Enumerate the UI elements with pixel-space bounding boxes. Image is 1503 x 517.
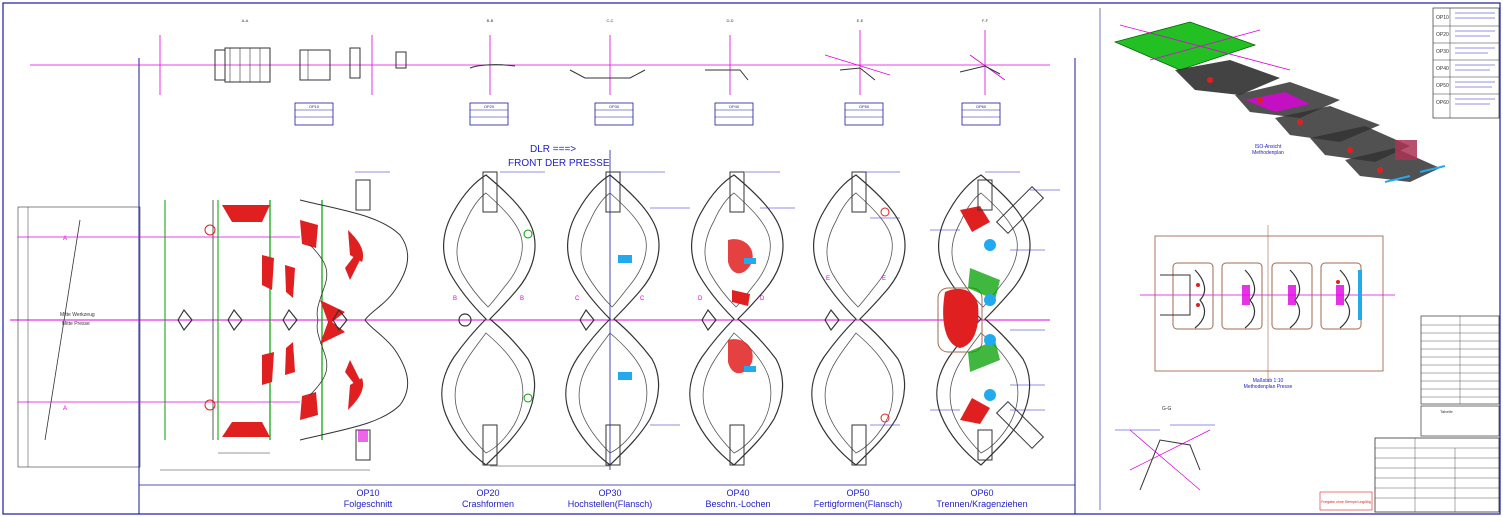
section-titles: A-A B-B C-C D-D E-E F-F [242, 18, 989, 23]
op60-code: OP60 [970, 488, 993, 498]
title-block: Freigabe ohne Stempel ungültig [1319, 437, 1500, 513]
op-legend-table: OP10 OP20 OP30 OP40 OP50 OP60 [1432, 7, 1500, 119]
op10-code: OP10 [356, 488, 379, 498]
op20-part [441, 171, 536, 466]
svg-text:C: C [575, 296, 580, 302]
svg-text:OP20: OP20 [1436, 32, 1449, 38]
press-layout-view: Maßstab 1:10 Methodenplan Presse [1140, 225, 1395, 390]
svg-text:E: E [826, 276, 830, 282]
op60-name: Trennen/Kragenziehen [936, 499, 1027, 509]
svg-text:C: C [640, 296, 645, 302]
svg-text:Methodenplan Presse: Methodenplan Presse [1244, 384, 1293, 390]
svg-text:B-B: B-B [487, 18, 494, 23]
svg-text:D: D [760, 296, 765, 302]
op60-part [936, 174, 1045, 466]
svg-text:Maßstab 1:10: Maßstab 1:10 [1253, 378, 1284, 384]
section-gg-view: G-G [1115, 406, 1215, 491]
op10-name: Folgeschnitt [344, 499, 393, 509]
svg-text:E-E: E-E [857, 18, 864, 23]
section-tables [294, 102, 1001, 126]
dimension-lines [27, 207, 610, 471]
section-markers: A A B B C C D D E E [63, 236, 886, 412]
svg-text:OP60: OP60 [1436, 100, 1449, 106]
svg-text:FRONT DER PRESSE: FRONT DER PRESSE [508, 158, 610, 169]
svg-text:F-F: F-F [982, 18, 989, 23]
svg-text:G-G: G-G [1162, 406, 1172, 412]
svg-text:ISO-Ansicht: ISO-Ansicht [1255, 144, 1282, 150]
svg-text:A: A [63, 406, 67, 412]
svg-text:A-A: A-A [242, 18, 249, 23]
op20-code: OP20 [476, 488, 499, 498]
svg-text:OP40: OP40 [1436, 66, 1449, 72]
op50-part [811, 171, 906, 466]
svg-text:OP40: OP40 [729, 104, 740, 109]
right-info-table: Tabelle [1420, 315, 1500, 437]
op10-strip-layout [17, 179, 409, 468]
svg-text:A: A [63, 236, 67, 242]
svg-text:Methodenplan: Methodenplan [1252, 150, 1284, 156]
op40-part [689, 171, 784, 466]
op50-code: OP50 [846, 488, 869, 498]
svg-text:OP30: OP30 [609, 104, 620, 109]
svg-text:OP20: OP20 [484, 104, 495, 109]
press-front-note: DLR ===> FRONT DER PRESSE [508, 144, 610, 169]
op40-code: OP40 [726, 488, 749, 498]
iso-view: ISO-Ansicht Methodenplan [1113, 21, 1446, 183]
svg-text:B: B [453, 296, 457, 302]
svg-text:D-D: D-D [726, 18, 733, 23]
svg-text:D: D [698, 296, 703, 302]
svg-text:E: E [882, 276, 886, 282]
op40-name: Beschn.-Lochen [705, 499, 770, 509]
op30-code: OP30 [598, 488, 621, 498]
svg-text:Mitte Presse: Mitte Presse [62, 321, 90, 327]
top-section-views [30, 30, 1050, 95]
op30-part [565, 171, 660, 466]
op20-name: Crashformen [462, 499, 514, 509]
svg-text:Mitte Werkzeug: Mitte Werkzeug [60, 312, 95, 318]
svg-text:OP50: OP50 [859, 104, 870, 109]
svg-text:OP50: OP50 [1436, 83, 1449, 89]
tool-center-labels: Mitte Werkzeug Mitte Presse [60, 312, 95, 327]
op50-name: Fertigformen(Flansch) [814, 499, 903, 509]
svg-text:Freigabe ohne Stempel ungültig: Freigabe ohne Stempel ungültig [1321, 500, 1371, 504]
svg-text:Tabelle: Tabelle [1440, 409, 1453, 414]
op-labels: OP10 Folgeschnitt OP20 Crashformen OP30 … [344, 488, 1028, 509]
svg-text:DLR ===>: DLR ===> [530, 144, 576, 155]
annotation-leaders [355, 171, 1060, 426]
svg-text:OP30: OP30 [1436, 49, 1449, 55]
svg-text:OP10: OP10 [309, 104, 320, 109]
section-table-titles: OP10 OP20 OP30 OP40 OP50 OP60 [309, 104, 987, 109]
svg-text:B: B [520, 296, 524, 302]
svg-text:C-C: C-C [606, 18, 613, 23]
svg-text:OP60: OP60 [976, 104, 987, 109]
op30-name: Hochstellen(Flansch) [568, 499, 653, 509]
svg-text:OP10: OP10 [1436, 15, 1449, 21]
